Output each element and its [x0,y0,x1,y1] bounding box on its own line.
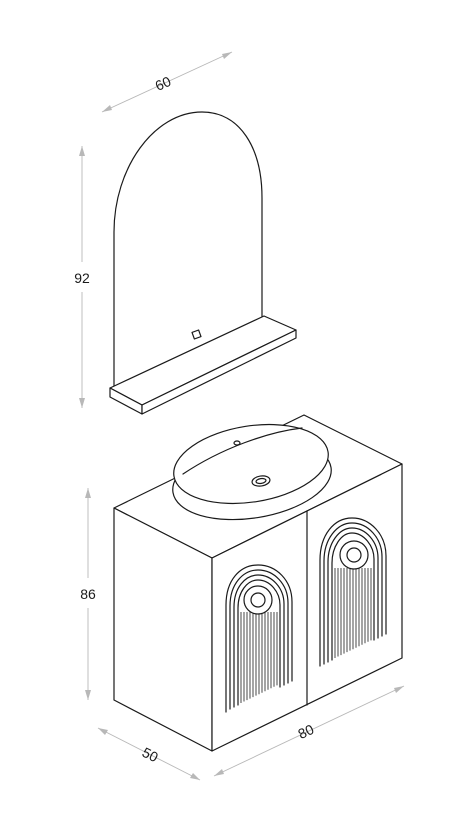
right-door-slats [334,568,372,658]
oval-washbasin [172,423,332,521]
mirror-panel [113,111,263,399]
mirror-width-dimension: 60 [101,51,233,113]
right-door-knob-ring [339,540,369,570]
cabinet-width-label: 80 [295,721,316,742]
basin-drain [251,475,271,487]
basin-rim [173,423,329,505]
mirror-height-dimension: 92 [74,146,90,408]
left-door-knob-ring [243,585,273,615]
cabinet-depth-dimension: 50 [97,727,201,781]
basin-drain-inner [255,477,267,485]
vanity-cabinet [113,414,403,752]
left-door-slats [240,612,278,703]
right-door-knob [346,547,362,563]
cabinet-height-dimension: 86 [80,488,96,700]
mirror-width-label: 60 [153,73,174,94]
cabinet-height-label: 86 [80,586,96,602]
mirror-height-label: 92 [74,270,90,286]
cabinet-depth-label: 50 [140,744,161,765]
faucet-hole [233,440,241,446]
left-door-knob [250,592,266,608]
left-door-arch [225,564,293,713]
right-door-arch [319,517,387,667]
mirror-touch-sensor [191,329,202,340]
basin-bowl-edge [182,427,303,475]
cabinet-width-dimension: 80 [213,685,405,777]
mirror-shelf [109,315,297,415]
arched-mirror [113,111,263,399]
